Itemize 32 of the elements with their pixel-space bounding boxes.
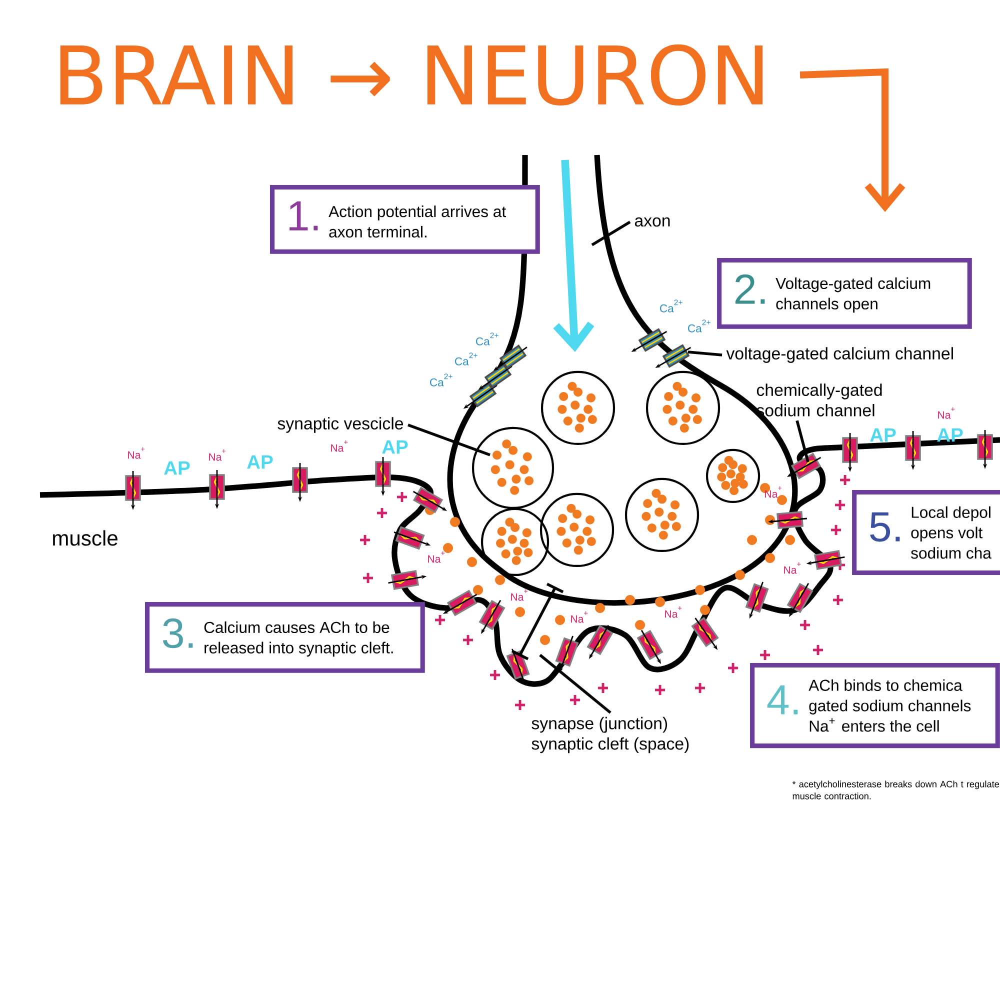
step-number: 2.	[735, 274, 765, 304]
signal-label: AP	[382, 440, 408, 454]
footnote: * acetylcholinesterase breaks down ACh t regulate muscle contraction.	[792, 780, 1000, 800]
step-number: 3.	[162, 618, 193, 648]
step-number: 5.	[870, 512, 900, 542]
title: BRAIN → NEURON	[60, 44, 763, 106]
signal-label: AP	[870, 428, 896, 442]
signal-label: AP	[937, 428, 963, 442]
step-box	[270, 184, 540, 254]
step-number: 1.	[290, 201, 318, 230]
step-box	[852, 490, 1000, 576]
signal-label: AP	[247, 455, 273, 469]
step-box	[717, 258, 972, 329]
step-number: 4.	[767, 685, 798, 714]
leader-line	[796, 420, 810, 462]
step-text: ACh binds to chemica gated sodium channels Na$^{+}$ enters the cell	[808, 679, 971, 732]
part-label: synaptic vescicle	[278, 417, 404, 433]
leader-line	[408, 424, 490, 456]
part-label: axon	[634, 217, 670, 227]
step-text: Action potential arrives at axon terminal.	[328, 206, 506, 238]
leader-line	[591, 220, 631, 246]
step-text: Voltage-gated calcium channels open	[776, 277, 930, 313]
part-label: muscle	[52, 530, 118, 546]
leader-line	[539, 654, 612, 714]
step-box	[750, 662, 1000, 748]
step-box	[145, 602, 425, 673]
part-label: voltage-gated calcium channel	[726, 347, 953, 363]
step-text: Local depol opens volt sodium cha	[911, 506, 992, 559]
leader-line	[688, 350, 722, 356]
step-text: Calcium causes ACh to be released into synaptic cleft.	[204, 621, 393, 657]
part-label: synapse (junction) synaptic cleft (space)	[532, 716, 689, 754]
signal-label: AP	[164, 461, 190, 475]
